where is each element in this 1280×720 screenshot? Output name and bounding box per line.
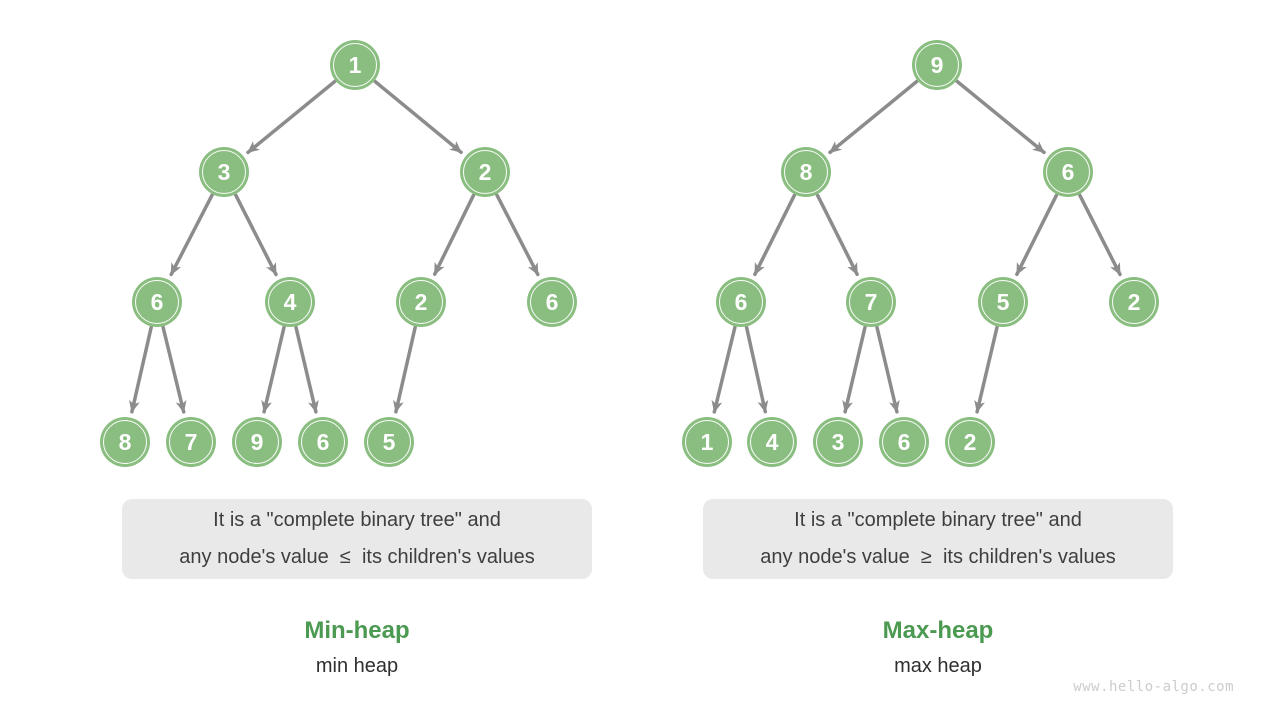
max-heap-node: 6 <box>716 277 766 327</box>
min-heap-node: 5 <box>364 417 414 467</box>
max-heap-node: 9 <box>912 40 962 90</box>
max-heap-node: 2 <box>1109 277 1159 327</box>
node-value: 9 <box>250 428 264 455</box>
max-heap-edge <box>828 79 919 155</box>
min-heap-edge <box>373 79 463 155</box>
node-value: 4 <box>765 428 779 455</box>
node-value: 6 <box>150 288 164 315</box>
node-value: 6 <box>897 428 911 455</box>
max-heap-node: 5 <box>978 277 1028 327</box>
watermark: www.hello-algo.com <box>1073 679 1234 695</box>
max-heap-edge <box>955 79 1046 155</box>
min-heap-node: 9 <box>232 417 282 467</box>
min-heap-node: 8 <box>100 417 150 467</box>
node-value: 1 <box>700 428 714 455</box>
min-heap-node: 4 <box>265 277 315 327</box>
node-value: 6 <box>1061 158 1075 185</box>
node-value: 7 <box>184 428 198 455</box>
node-value: 5 <box>382 428 396 455</box>
max-heap-node: 6 <box>879 417 929 467</box>
node-value: 3 <box>217 158 231 185</box>
min-heap-node: 6 <box>527 277 577 327</box>
min-heap-node: 3 <box>199 147 249 197</box>
min-heap-edge <box>161 325 187 414</box>
max-heap-edge <box>1078 193 1122 277</box>
max-heap-edge <box>744 325 769 414</box>
max-heap-edge <box>815 193 859 277</box>
node-value: 6 <box>545 288 559 315</box>
node-value: 2 <box>414 288 428 315</box>
min-heap-title: Min-heap <box>304 617 410 644</box>
node-value: 8 <box>118 428 132 455</box>
node-value: 2 <box>478 158 492 185</box>
min-heap-node: 2 <box>396 277 446 327</box>
min-heap-edge <box>392 325 417 414</box>
max-heap-node: 4 <box>747 417 797 467</box>
min-heap-edge <box>261 325 286 414</box>
max-heap-caption-text: It is a "complete binary tree" and any n… <box>760 509 1116 568</box>
min-heap-edge <box>495 193 540 277</box>
min-heap-edge <box>234 193 278 277</box>
max-heap-node: 7 <box>846 277 896 327</box>
max-heap-node: 6 <box>1043 147 1093 197</box>
min-heap-edge <box>294 325 319 414</box>
node-value: 2 <box>1127 288 1141 315</box>
min-heap-caption-text: It is a "complete binary tree" and any n… <box>179 509 535 568</box>
min-heap-node: 2 <box>460 147 510 197</box>
node-value: 1 <box>348 51 362 78</box>
node-value: 6 <box>734 288 748 315</box>
min-heap-edge <box>246 79 337 155</box>
max-heap-node: 8 <box>781 147 831 197</box>
node-value: 5 <box>996 288 1010 315</box>
min-heap-node: 7 <box>166 417 216 467</box>
min-heap-subtitle: min heap <box>315 655 399 677</box>
min-heap-caption-box: It is a "complete binary tree" and any n… <box>122 499 592 579</box>
max-heap-edge <box>842 325 867 414</box>
max-heap-edge <box>1015 193 1059 277</box>
max-heap-node: 1 <box>682 417 732 467</box>
node-value: 4 <box>283 288 297 315</box>
min-heap-edge <box>432 193 476 276</box>
max-heap-caption-box: It is a "complete binary tree" and any n… <box>703 499 1173 579</box>
max-heap-edge <box>974 325 999 414</box>
node-value: 7 <box>864 288 878 315</box>
max-heap-edge <box>875 325 900 414</box>
min-heap-edge <box>169 193 214 277</box>
node-value: 3 <box>831 428 845 455</box>
node-value: 9 <box>930 51 944 78</box>
min-heap-node: 6 <box>298 417 348 467</box>
max-heap-subtitle: max heap <box>894 655 982 677</box>
max-heap-edge <box>711 325 737 414</box>
min-heap-node: 6 <box>132 277 182 327</box>
node-value: 6 <box>316 428 330 455</box>
max-heap-node: 3 <box>813 417 863 467</box>
node-value: 2 <box>963 428 977 455</box>
max-heap-edge <box>753 193 797 277</box>
node-value: 8 <box>799 158 813 185</box>
max-heap-title: Max-heap <box>882 617 994 644</box>
min-heap-node: 1 <box>330 40 380 90</box>
max-heap-node: 2 <box>945 417 995 467</box>
min-heap-edge <box>128 325 153 414</box>
